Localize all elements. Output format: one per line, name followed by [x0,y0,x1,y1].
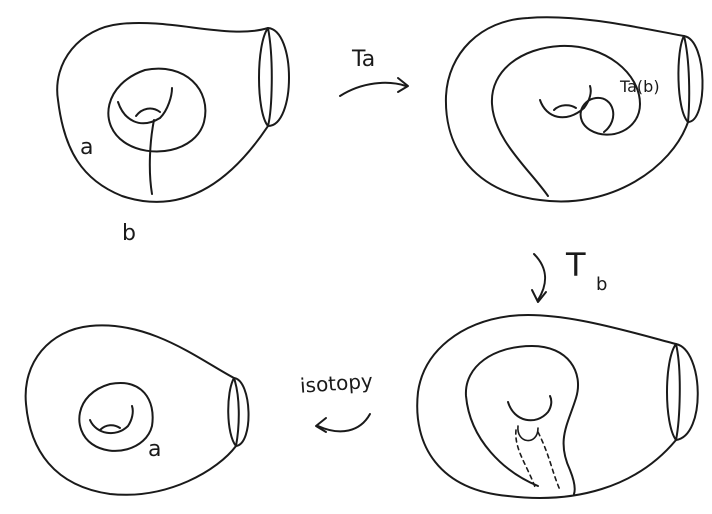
arrow-ta [340,78,408,96]
surface-top-right-boundary [678,36,702,122]
label-arrow-tb-sub: b [596,274,607,295]
surface-bottom-left [26,325,249,494]
curve-b-top-left [150,120,154,194]
curve-ta-b-top-right [492,46,640,196]
hole-bottom-right-loop [518,426,538,441]
hole-top-right-inner [554,105,576,110]
surface-top-left [57,23,289,202]
surface-bottom-right [417,315,698,498]
label-curve-a-top-left: a [80,135,93,160]
hole-bottom-left [90,406,133,433]
hole-top-left-inner [136,109,160,116]
surface-bottom-right-outline [417,315,680,498]
label-curve-ta-b: Ta(b) [619,77,660,96]
curve-a-bottom-left [79,383,152,451]
surface-top-left-boundary [259,28,289,126]
label-arrow-isotopy: isotopy [299,369,373,398]
dashed-curve-right [538,432,560,490]
label-arrow-ta: Ta [351,47,375,72]
curve-tb-bottom-right [466,346,578,494]
hole-top-left [118,88,172,123]
arrow-isotopy [316,414,370,432]
hole-bottom-right [508,396,551,420]
label-curve-a-bottom-left: a [148,437,161,462]
label-curve-b-top-left: b [122,221,136,246]
hole-top-right [540,86,591,117]
surface-bottom-right-boundary [667,344,698,440]
surface-top-right-outline [446,17,689,201]
label-arrow-tb: T [565,246,586,284]
hole-bottom-left-inner [100,425,120,430]
surface-top-right [446,17,703,201]
arrow-tb [532,254,546,302]
